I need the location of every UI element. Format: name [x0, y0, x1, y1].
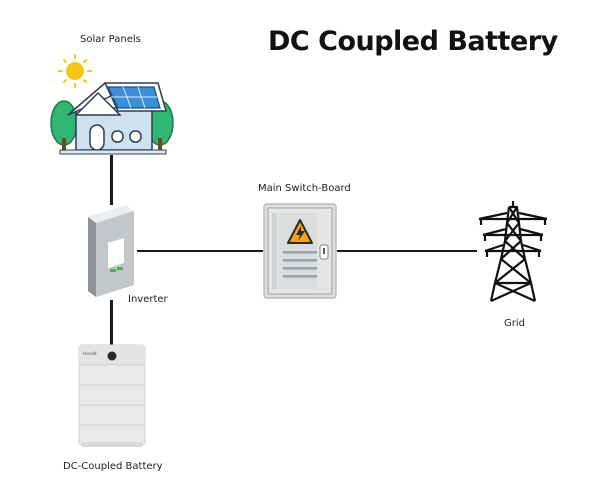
transmission-tower-icon	[478, 201, 548, 303]
battery-label: DC-Coupled Battery	[63, 461, 163, 472]
battery-unit: tesvolt	[78, 344, 146, 448]
switchboard-label: Main Switch-Board	[258, 183, 351, 194]
solar-panel-icon	[107, 86, 161, 109]
wire-inverter-battery	[110, 300, 113, 345]
inverter-label: Inverter	[128, 294, 168, 305]
switchboard-icon	[263, 203, 337, 299]
wire-inverter-switchboard	[137, 250, 263, 252]
solar-house-icon	[50, 54, 174, 155]
sun-icon	[58, 54, 92, 88]
inverter-icon	[88, 205, 134, 297]
wire-solar-inverter	[110, 155, 113, 205]
diagram-title: DC Coupled Battery	[268, 26, 558, 57]
solar-panels-label: Solar Panels	[80, 34, 141, 45]
battery-icon	[78, 344, 146, 447]
high-voltage-icon	[287, 219, 313, 244]
battery-brand-logo: tesvolt	[83, 351, 97, 356]
wire-switchboard-grid	[337, 250, 477, 252]
grid-label: Grid	[504, 318, 525, 329]
